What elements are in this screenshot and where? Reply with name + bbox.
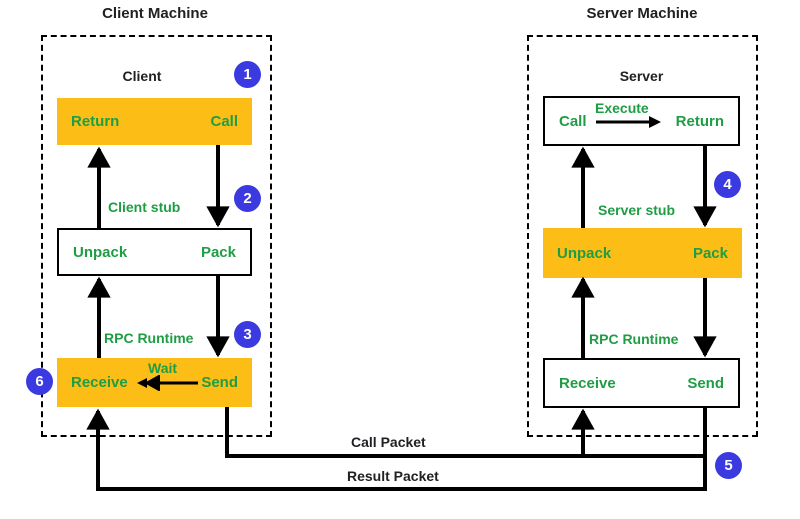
server-stub-edge-label: Server stub xyxy=(598,202,676,218)
server-execute-arrow xyxy=(596,116,661,128)
step-badge-4[interactable]: 4 xyxy=(714,171,741,198)
server-runtime-layer[interactable]: Receive Send xyxy=(543,358,740,408)
result-packet-label: Result Packet xyxy=(341,468,445,484)
step-badge-5[interactable]: 5 xyxy=(715,452,742,479)
client-node-title: Client xyxy=(122,68,162,84)
server-send-label: Send xyxy=(687,374,724,392)
server-node-title: Server xyxy=(619,68,664,84)
client-application-layer[interactable]: Return Call xyxy=(57,98,252,145)
client-wait-arrow xyxy=(137,375,198,391)
client-wait-label: Wait xyxy=(148,360,178,376)
client-stub-edge-label: Client stub xyxy=(108,199,181,215)
step-badge-1[interactable]: 1 xyxy=(234,61,261,88)
server-unpack-label: Unpack xyxy=(557,244,612,262)
server-machine-title: Server Machine xyxy=(586,5,698,22)
step-badge-6[interactable]: 6 xyxy=(26,368,53,395)
client-receive-label: Receive xyxy=(71,374,128,391)
client-runtime-layer[interactable]: Receive Send xyxy=(57,358,252,407)
step-badge-3[interactable]: 3 xyxy=(234,321,261,348)
client-return-label: Return xyxy=(71,113,120,130)
client-unpack-label: Unpack xyxy=(73,243,128,261)
server-stub-layer[interactable]: Unpack Pack xyxy=(543,228,742,278)
server-runtime-edge-label: RPC Runtime xyxy=(589,331,679,347)
server-pack-label: Pack xyxy=(692,244,728,262)
client-send-label: Send xyxy=(201,374,238,391)
client-runtime-edge-label: RPC Runtime xyxy=(104,330,194,346)
step-badge-2[interactable]: 2 xyxy=(234,185,261,212)
server-execute-label: Execute xyxy=(595,100,649,116)
client-call-label: Call xyxy=(210,113,238,130)
client-pack-label: Pack xyxy=(200,243,236,261)
server-application-layer[interactable]: Call Return xyxy=(543,96,740,146)
server-call-label: Call xyxy=(559,112,587,130)
call-packet-label: Call Packet xyxy=(345,434,432,450)
server-receive-label: Receive xyxy=(559,374,616,392)
client-machine-title: Client Machine xyxy=(102,5,208,22)
server-return-label: Return xyxy=(675,112,724,130)
client-stub-layer[interactable]: Unpack Pack xyxy=(57,228,252,276)
